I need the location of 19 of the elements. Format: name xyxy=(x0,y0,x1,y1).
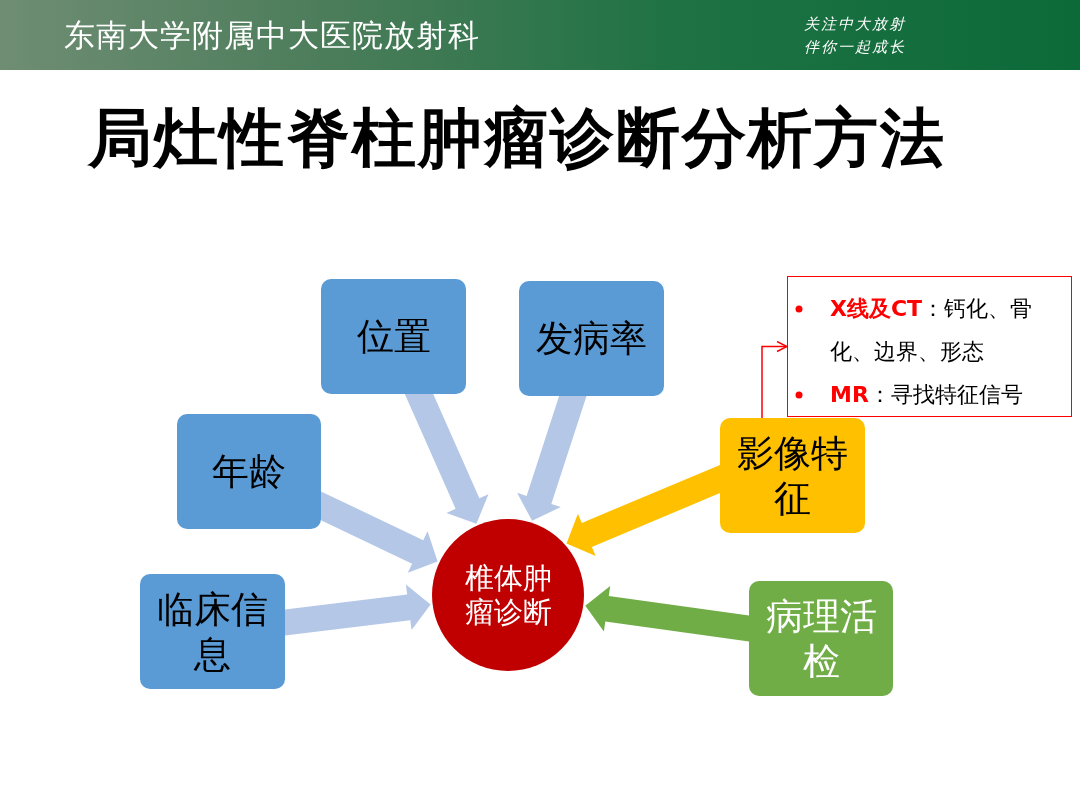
bullet-text: X线及CT：钙化、骨化、边界、形态 xyxy=(830,295,1034,366)
block-arrow xyxy=(285,584,431,636)
topic-box: 年龄 xyxy=(177,414,321,529)
diagnosis-circle: 椎体肿瘤诊断 xyxy=(432,519,584,671)
topic-box: 位置 xyxy=(321,279,466,394)
block-arrow xyxy=(585,586,749,642)
block-arrow xyxy=(566,464,720,557)
topic-box: 临床信息 xyxy=(140,574,285,689)
elbow-arrow xyxy=(761,340,788,419)
topic-box: 影像特征 xyxy=(720,418,865,533)
block-arrow xyxy=(404,394,489,524)
block-arrow xyxy=(517,396,587,521)
block-arrow xyxy=(321,491,438,573)
title: 局灶性脊柱肿瘤诊断分析方法 xyxy=(88,100,946,177)
bullet-text: MR：寻找特征信号 xyxy=(830,381,1024,409)
header-text: 东南大学附属中大医院放射科 xyxy=(64,16,480,55)
slogan-text: 关注中大放射伴你一起成长 xyxy=(804,14,907,58)
topic-box: 病理活检 xyxy=(749,581,893,696)
topic-box: 发病率 xyxy=(519,281,664,396)
